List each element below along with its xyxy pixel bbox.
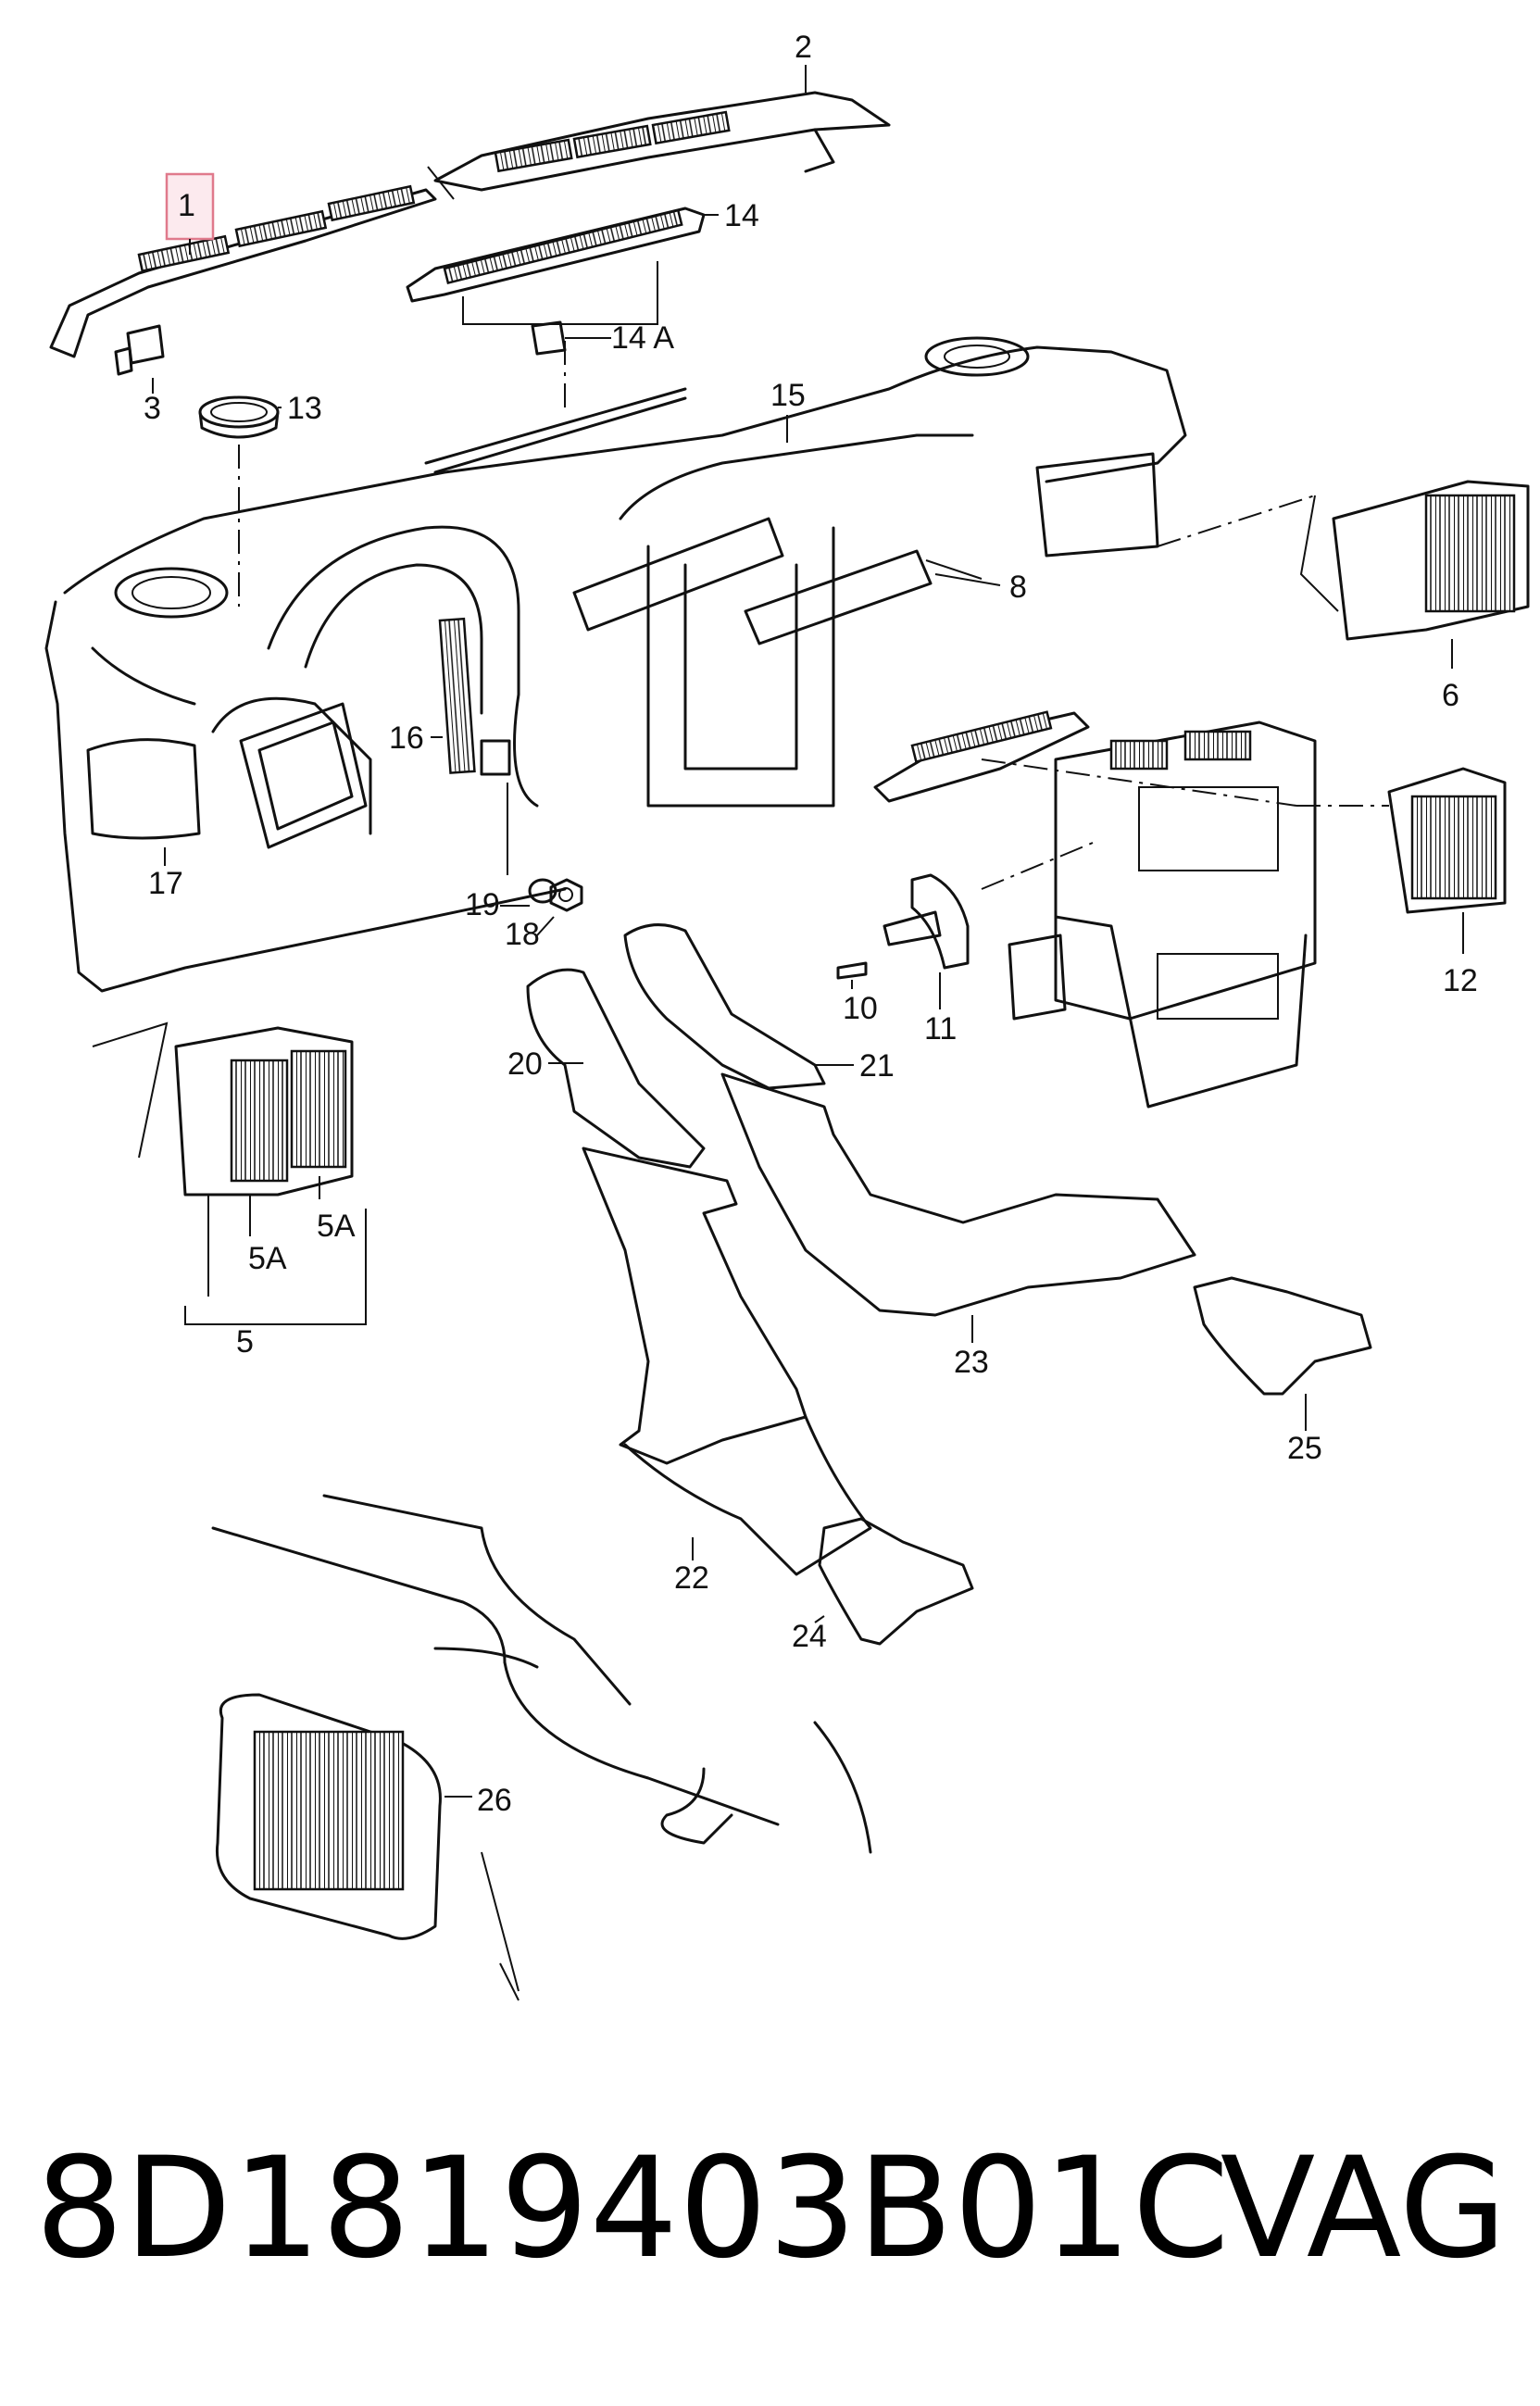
part-18-nut: [549, 878, 583, 912]
part-11-lever-sector: [883, 842, 1094, 970]
part-21-duct: [623, 923, 826, 1090]
brand-label: VAG: [1220, 2128, 1507, 2289]
callout-5a-right: 5A: [317, 1209, 356, 1244]
callout-21: 21: [859, 1048, 895, 1084]
callout-2: 2: [795, 30, 812, 65]
leader-lines: [152, 65, 1307, 1623]
part-23-duct: [720, 1072, 1196, 1317]
callout-8: 8: [1009, 570, 1027, 605]
exploded-parts-diagram: 1 2 3 5 5A 5A 6 8 10 11 12 13 14 14 A 15…: [44, 30, 1530, 2001]
callout-26: 26: [477, 1783, 512, 1818]
callout-16: 16: [389, 721, 424, 756]
callout-19: 19: [465, 887, 500, 922]
callout-3: 3: [144, 391, 161, 426]
callout-6: 6: [1442, 678, 1459, 713]
callout-10: 10: [843, 991, 878, 1026]
rear-console: [211, 1494, 872, 2001]
callout-23: 23: [954, 1345, 989, 1380]
callout-5a-left: 5A: [248, 1241, 287, 1276]
callout-1-highlight: [165, 172, 215, 241]
callout-1: 1: [178, 188, 195, 223]
part-1-defroster-vent-left: [49, 184, 437, 358]
part-14-center-vent: [406, 207, 706, 303]
callout-24: 24: [792, 1619, 827, 1654]
callout-22: 22: [674, 1560, 709, 1596]
part-2-defroster-vent-right: [427, 91, 891, 200]
part-6-right-vent: [1035, 452, 1530, 669]
part-20-duct: [526, 968, 706, 1169]
callout-25: 25: [1287, 1431, 1322, 1466]
part-15-dashboard: [44, 333, 1187, 993]
part-26-rear-vent: [215, 1693, 472, 1940]
part-3-clip: [114, 324, 165, 376]
callout-14: 14: [724, 198, 759, 233]
callout-18: 18: [505, 917, 540, 952]
part-12-side-vent: [1296, 767, 1507, 954]
part-19-washer: [507, 783, 557, 904]
part-16-side-strip: [438, 617, 511, 776]
callout-20: 20: [507, 1046, 543, 1082]
part-number-label: 8D1819403B01C: [35, 2128, 1231, 2289]
callout-15: 15: [770, 378, 806, 413]
part-25-elbow: [1193, 1276, 1372, 1396]
callout-17: 17: [148, 866, 183, 901]
callout-11: 11: [924, 1011, 957, 1046]
part-24-elbow: [818, 1517, 974, 1646]
callout-14a: 14 A: [611, 320, 674, 356]
part-17-side-vent: [86, 702, 368, 866]
control-unit-assembly: [873, 710, 1317, 1109]
callout-13: 13: [287, 391, 322, 426]
callout-12: 12: [1443, 963, 1478, 998]
part-5-left-vent-assembly: [92, 1021, 367, 1325]
part-13-round-vent: [198, 395, 280, 607]
part-8-center-vent-frame: [572, 517, 983, 645]
part-22-duct: [582, 1147, 872, 1576]
callout-5: 5: [236, 1324, 254, 1360]
